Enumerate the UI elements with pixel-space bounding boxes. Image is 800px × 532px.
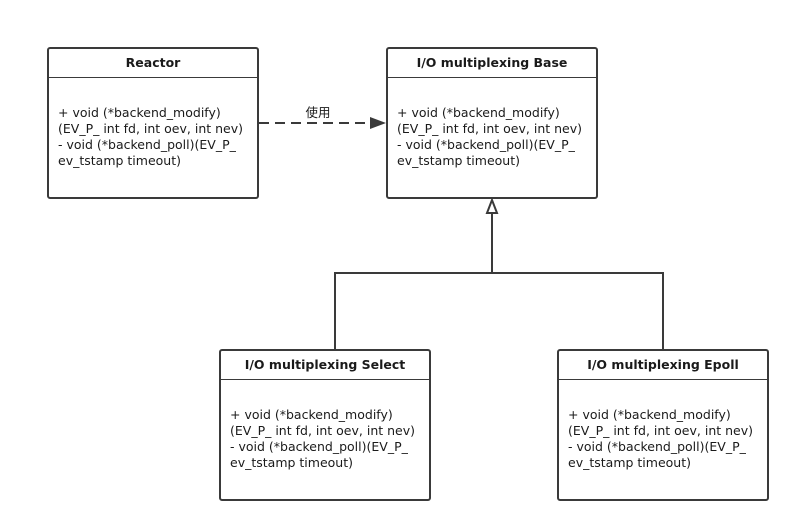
class-member: (EV_P_ int fd, int oev, int nev) <box>397 121 582 136</box>
class-member: (EV_P_ int fd, int oev, int nev) <box>568 423 753 438</box>
class-title: I/O multiplexing Select <box>221 351 429 380</box>
generalization-branch <box>334 272 664 350</box>
class-member: + void (*backend_modify) <box>397 105 560 120</box>
class-io-multiplexing-base[interactable]: I/O multiplexing Base + void (*backend_m… <box>386 47 598 199</box>
class-member: - void (*backend_poll)(EV_P_ <box>58 137 236 152</box>
class-member: ev_tstamp timeout) <box>568 455 691 470</box>
class-member: (EV_P_ int fd, int oev, int nev) <box>230 423 415 438</box>
class-member: + void (*backend_modify) <box>230 407 393 422</box>
class-member: ev_tstamp timeout) <box>397 153 520 168</box>
class-members: + void (*backend_modify) (EV_P_ int fd, … <box>388 78 596 169</box>
class-members: + void (*backend_modify) (EV_P_ int fd, … <box>559 380 767 471</box>
class-io-multiplexing-select[interactable]: I/O multiplexing Select + void (*backend… <box>219 349 431 501</box>
class-title: I/O multiplexing Epoll <box>559 351 767 380</box>
class-members: + void (*backend_modify) (EV_P_ int fd, … <box>221 380 429 471</box>
class-member: ev_tstamp timeout) <box>58 153 181 168</box>
class-title: I/O multiplexing Base <box>388 49 596 78</box>
class-member: ev_tstamp timeout) <box>230 455 353 470</box>
class-member: (EV_P_ int fd, int oev, int nev) <box>58 121 243 136</box>
class-member: + void (*backend_modify) <box>568 407 731 422</box>
class-members: + void (*backend_modify) (EV_P_ int fd, … <box>49 78 257 169</box>
class-reactor[interactable]: Reactor + void (*backend_modify) (EV_P_ … <box>47 47 259 199</box>
class-title: Reactor <box>49 49 257 78</box>
association-label: 使用 <box>305 105 331 120</box>
class-member: - void (*backend_poll)(EV_P_ <box>230 439 408 454</box>
class-member: - void (*backend_poll)(EV_P_ <box>397 137 575 152</box>
class-member: - void (*backend_poll)(EV_P_ <box>568 439 746 454</box>
class-io-multiplexing-epoll[interactable]: I/O multiplexing Epoll + void (*backend_… <box>557 349 769 501</box>
generalization-arrowhead <box>485 197 499 214</box>
class-member: + void (*backend_modify) <box>58 105 221 120</box>
association-arrowhead <box>370 117 386 129</box>
